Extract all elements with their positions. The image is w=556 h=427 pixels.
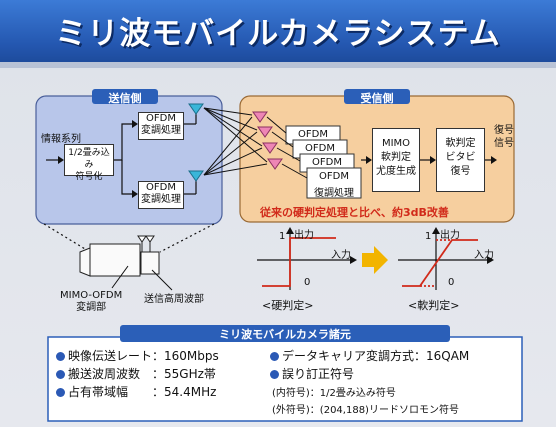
rx-feed-lines (266, 116, 308, 179)
soft-caption: <軟判定> (408, 299, 460, 312)
soft-in-label: 入力 (474, 250, 494, 261)
mimo-ofdm-line1: MIMO-OFDM (60, 290, 123, 301)
spec-left-1-text: 映像伝送レート：160Mbps (68, 349, 219, 363)
tx-antenna-1 (188, 103, 204, 115)
viterbi-line3: 復号 (450, 166, 471, 177)
spec-header-bg (120, 325, 450, 342)
camera-drawing (79, 235, 160, 277)
viterbi-block: 軟判定 ビタビ 復号 (436, 128, 485, 192)
rx-tag (344, 89, 410, 104)
tx-ofdm1-line2: 変調処理 (141, 125, 181, 136)
spec-left-2: 搬送波周波数 ：55GHz帯 (56, 365, 216, 382)
hard-zero-label: 0 (304, 277, 311, 288)
soft-one-label: 1 (425, 231, 432, 242)
title-divider (0, 62, 556, 68)
rx-demod-label: 復調処理 (314, 188, 354, 199)
dotted-link-left (43, 223, 91, 253)
arrowhead-ofdm2 (132, 190, 138, 198)
tx-ofdm-block-2: OFDM 変調処理 (138, 181, 184, 209)
mimo-ofdm-label: MIMO-OFDM 変調部 (60, 290, 122, 314)
mimo-line1: MIMO (381, 138, 411, 149)
hard-one-label: 1 (279, 231, 286, 242)
info-arrowhead (58, 156, 64, 164)
soft-zero-label: 0 (448, 277, 455, 288)
mimo-ofdm-line2: 変調部 (76, 302, 107, 313)
arrowhead-output (491, 156, 497, 164)
rx-ofdm-label-3: OFDM (312, 157, 342, 168)
tx-tag-label: 送信側 (108, 92, 142, 105)
tx-tag (92, 89, 158, 104)
tx-antenna-2 (188, 170, 204, 182)
conv-line2: 符号化 (75, 172, 103, 182)
arrowhead-ofdm1 (132, 120, 138, 128)
tx-ofdm1-line1: OFDM (146, 113, 176, 124)
tx-ofdm2-line1: OFDM (146, 182, 176, 193)
bullet-icon (56, 370, 65, 379)
decoded-line2: 信号 (494, 138, 514, 149)
spec-inner-code: (内符号)：1/2畳み込み符号 (272, 388, 396, 399)
mimo-block: MIMO 軟判定 尤度生成 (372, 128, 420, 192)
channel-paths (203, 107, 268, 176)
arrowhead-mimo (366, 156, 372, 164)
conv-to-ofdm2 (121, 160, 132, 195)
bullet-icon (270, 352, 279, 361)
rf-unit-label: 送信高周波部 (144, 294, 204, 305)
camera-callout-left (111, 265, 129, 289)
slide-title: ミリ波モバイルカメラシステム (55, 16, 501, 52)
bullet-icon (56, 352, 65, 361)
decoded-line1: 復号 (494, 125, 514, 136)
spec-right-2: 誤り訂正符号 (270, 365, 354, 382)
spec-left-3-text: 占有帯域幅 ：54.4MHz (68, 385, 217, 399)
hard-caption: <硬判定> (262, 299, 314, 312)
hard-out-label: 出力 (294, 230, 314, 241)
bullet-icon (56, 388, 65, 397)
tx-ofdm2-line2: 変調処理 (141, 194, 181, 205)
rx-ofdm-label-1: OFDM (298, 129, 328, 140)
spec-right-2-text: 誤り訂正符号 (282, 367, 355, 381)
mimo-line3: 尤度生成 (376, 166, 416, 177)
spec-box (47, 336, 523, 422)
rx-antenna-4 (267, 158, 283, 170)
soft-out-label: 出力 (440, 230, 460, 241)
bullet-icon (270, 370, 279, 379)
spec-right-1-text: データキャリア変調方式：16QAM (282, 349, 470, 363)
spec-left-3: 占有帯域幅 ：54.4MHz (56, 383, 216, 400)
spec-right-1: データキャリア変調方式：16QAM (270, 347, 469, 364)
conv-line1: 1/2畳み込み (68, 148, 110, 170)
viterbi-line2: ビタビ (445, 152, 476, 163)
rx-ofdm-label-4: OFDM (319, 171, 349, 182)
soft-decision-graph (398, 227, 494, 290)
spec-outer-code: (外符号)：(204,188)リードソロモン符号 (272, 405, 459, 416)
decoded-signal-label: 復号 信号 (494, 124, 514, 150)
rx-antenna-2 (257, 126, 273, 138)
dotted-link-right (159, 223, 215, 253)
info-series-label: 情報系列 (41, 134, 81, 145)
title-bar: ミリ波モバイルカメラシステム (0, 0, 556, 64)
camera-callout-right (151, 269, 173, 291)
viterbi-line1: 軟判定 (445, 138, 476, 149)
spec-left-1: 映像伝送レート：160Mbps (56, 347, 219, 364)
rx-ofdm-label-2: OFDM (305, 143, 335, 154)
improvement-note: 従来の硬判定処理と比べ、約3dB改善 (260, 206, 449, 219)
hard-decision-graph (257, 227, 357, 290)
rx-tag-label: 受信側 (360, 92, 394, 105)
hard-in-label: 入力 (331, 250, 351, 261)
tx-ofdm-block-1: OFDM 変調処理 (138, 112, 184, 140)
mimo-line2: 軟判定 (381, 152, 411, 163)
rx-antenna-3 (262, 142, 278, 154)
spec-header: ミリ波モバイルカメラ諸元 (219, 328, 351, 341)
arrowhead-viterbi (430, 156, 436, 164)
conv-encoder-block: 1/2畳み込み 符号化 (64, 144, 114, 182)
spec-left-2-text: 搬送波周波数 ：55GHz帯 (68, 367, 216, 381)
conv-to-ofdm1 (113, 123, 132, 161)
compare-arrow (362, 246, 388, 274)
rx-antenna-1 (252, 111, 268, 123)
rx-ofdm-block-4 (306, 167, 362, 199)
